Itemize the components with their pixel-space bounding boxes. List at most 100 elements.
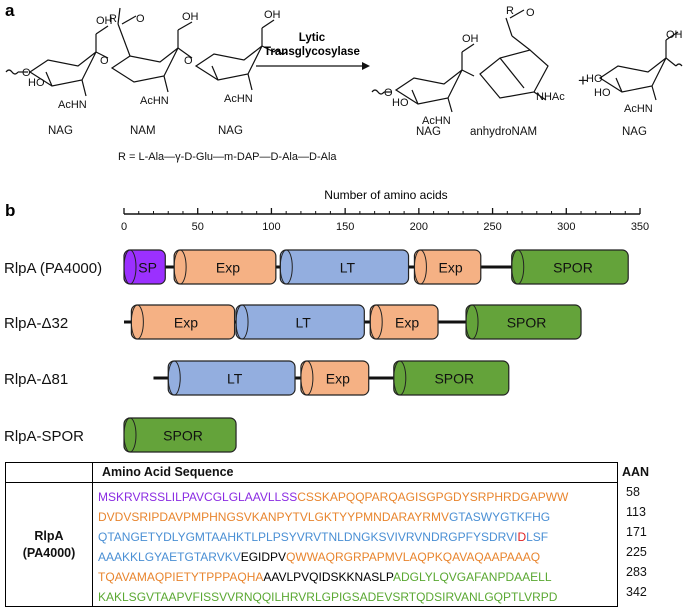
- sequence-table-header: Amino Acid Sequence: [6, 463, 617, 483]
- domain-label: Exp: [216, 260, 240, 276]
- atom-o: O: [100, 55, 109, 67]
- sequence-row-name: RlpA (PA4000): [6, 528, 92, 562]
- atom-oh: OH: [264, 9, 281, 21]
- atom-o: O: [384, 87, 393, 99]
- domain-cylinder-edge: [413, 249, 427, 285]
- unit-label-nag: NAG: [622, 126, 647, 138]
- product-atom-labels: O HO OH AcHN R O NHAc + HO HO OH AcHN: [384, 5, 683, 127]
- construct-row: RlpA (PA4000) SP Exp LT Exp SPOR: [4, 249, 629, 285]
- atom-achn: AcHN: [58, 99, 87, 111]
- axis-tick-label: 300: [557, 221, 575, 233]
- construct-name: RlpA-Δ81: [4, 371, 68, 388]
- domain-label: SP: [138, 260, 157, 276]
- domain-cylinder-edge: [173, 249, 187, 285]
- sequence-line: QTANGETYDLYGMTAAHKTLPLPSYVRVTNLDNGKSVIVR…: [98, 527, 568, 547]
- axis-title: Number of amino acids: [324, 188, 447, 202]
- enzyme-label-line1: Lytic: [299, 32, 326, 44]
- sequence-segment-exp: CSSKAPQQPARQAGISGPGDYSRPHRDGAPWW: [297, 490, 569, 504]
- peptidoglycan-substrate: [5, 7, 287, 97]
- sequence-table: Amino Acid Sequence RlpA (PA4000) MSKRVR…: [5, 462, 618, 607]
- domain-label: SPOR: [434, 371, 474, 387]
- domain-cylinder-edge: [279, 249, 293, 285]
- sequence-line: AAAKKLGYAETGTARVKVEGIDPVQWWAQRGRPAPMVLAQ…: [98, 547, 568, 567]
- axis-tick-label: 200: [410, 221, 428, 233]
- atom-o: O: [136, 13, 145, 25]
- sequence-lines: MSKRVRSSLILPAVCGLGLAAVLLSSCSSKAPQQPARQAG…: [98, 487, 568, 607]
- sequence-segment-lt: AAAKKLGYAETGTARVKV: [98, 550, 241, 564]
- atom-o: O: [526, 7, 535, 19]
- atom-achn: AcHN: [224, 93, 253, 105]
- panel-b-label: b: [5, 201, 15, 220]
- construct-row: RlpA-Δ81 LT Exp SPOR: [4, 360, 510, 396]
- domain-label: Exp: [439, 260, 463, 276]
- product-unit-labels: NAG anhydroNAM NAG: [416, 126, 647, 138]
- r-group-definition: R = L-Ala—γ-D-Glu—m-DAP—D-Ala—D-Ala: [118, 151, 337, 163]
- unit-label-nag: NAG: [218, 125, 243, 137]
- sequence-segment-exp: QWWAQRGRPAPMVLAQPKQAVAQAAPAAAQ: [286, 550, 541, 564]
- domain-label: SPOR: [553, 260, 593, 276]
- domain-cylinder-edge: [300, 360, 314, 396]
- domain-label: LT: [340, 260, 356, 276]
- row-name-line1: RlpA: [34, 529, 64, 543]
- atom-r: R: [506, 5, 514, 17]
- atom-ho: HO: [586, 73, 603, 85]
- unit-label-nag: NAG: [48, 125, 73, 137]
- domain-label: LT: [227, 371, 243, 387]
- axis-tick-label: 100: [262, 221, 280, 233]
- aan-value: 171: [626, 525, 647, 539]
- atom-oh: OH: [666, 29, 683, 41]
- sequence-segment-spor: KAKLSGVTAAPVFISSVVRNQQILHRVRLGPIGSADEVSR…: [98, 590, 558, 604]
- sequence-line: DVDVSRIPDAVPMPHNGSVKANPYTVLGKTYYPMNDARAY…: [98, 507, 568, 527]
- sequence-table-divider: [92, 463, 93, 606]
- domain-cylinder-edge: [369, 304, 383, 340]
- atom-ho: HO: [28, 77, 45, 89]
- domain-cylinder-edge: [393, 360, 407, 396]
- sequence-segment-exp: DVDVSRIPDAVPMPHNGSVKANPYTVLGKTYYPMNDARAY…: [98, 510, 449, 524]
- atom-ho: HO: [594, 87, 611, 99]
- domain-cylinder-edge: [123, 249, 137, 285]
- domain-label: SPOR: [507, 315, 547, 331]
- sequence-segment-exp: TQAVAMAQPIETYTPPPAQHA: [98, 570, 264, 584]
- unit-label-nam: NAM: [130, 125, 156, 137]
- atom-oh: OH: [182, 11, 199, 23]
- sequence-header-label: Amino Acid Sequence: [102, 465, 234, 479]
- axis-tick-label: 350: [631, 221, 649, 233]
- axis-tick-label: 150: [336, 221, 354, 233]
- atom-nhac: NHAc: [536, 91, 565, 103]
- aan-value: 225: [626, 545, 647, 559]
- plus-sign: +: [578, 71, 588, 90]
- sequence-segment-mark: D: [517, 530, 527, 544]
- domain-cylinder-edge: [130, 304, 144, 340]
- atom-achn: AcHN: [422, 115, 451, 127]
- sequence-segment-linker: AAVLPVQIDSKKNASLP: [263, 570, 393, 584]
- atom-ho: HO: [392, 97, 409, 109]
- construct-name: RlpA-SPOR: [4, 428, 84, 445]
- substrate-unit-labels: NAG NAM NAG: [48, 125, 243, 137]
- atom-oh: OH: [462, 33, 479, 45]
- domain-label: SPOR: [163, 428, 203, 444]
- atom-oh: OH: [96, 15, 113, 27]
- domain-cylinder-edge: [123, 417, 137, 453]
- sequence-segment-lt: GTASWYGTKFHG: [448, 510, 551, 524]
- panel-a-label: a: [5, 1, 15, 20]
- sequence-line: KAKLSGVTAAPVFISSVVRNQQILHRVRLGPIGSADEVSR…: [98, 587, 568, 607]
- sequence-segment-lt: QTANGETYDLYGMTAAHKTLPLPSYVRVTNLDNGKSVIVR…: [98, 530, 518, 544]
- domain-cylinder-edge: [235, 304, 249, 340]
- axis-tick-label: 250: [483, 221, 501, 233]
- sequence-segment-linker: EGIDPV: [240, 550, 287, 564]
- sequence-segment-spor: ADGLYLQVGAFANPDAAELL: [392, 570, 552, 584]
- construct-name: RlpA (PA4000): [4, 260, 102, 277]
- atom-o: O: [22, 67, 31, 79]
- aan-value: 58: [626, 485, 640, 499]
- atom-o: O: [184, 55, 193, 67]
- atom-achn: AcHN: [140, 95, 169, 107]
- domain-label: Exp: [326, 371, 350, 387]
- reaction-arrow: [256, 62, 370, 70]
- figure-canvas: a O HO OH AcHN O R O: [4, 1, 683, 453]
- axis-tick-label: 0: [121, 221, 127, 233]
- domain-cylinder-edge: [511, 249, 525, 285]
- construct-row: RlpA-SPOR SPOR: [4, 417, 237, 453]
